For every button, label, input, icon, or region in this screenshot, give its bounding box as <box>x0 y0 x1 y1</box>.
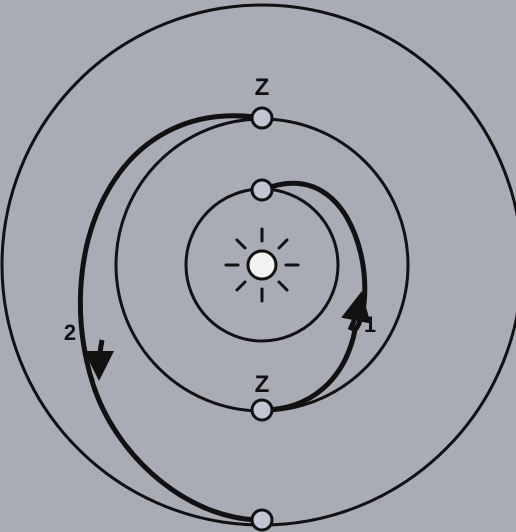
planet-z-bottom <box>252 400 272 420</box>
planet-outer-bottom <box>252 510 272 530</box>
label-z-bottom: Z <box>255 371 270 398</box>
planet-inner-top <box>252 180 272 200</box>
label-path-2: 2 <box>64 320 76 345</box>
arrow-path-2-icon <box>99 340 102 372</box>
sun-icon <box>226 229 298 301</box>
label-z-top: Z <box>255 74 270 101</box>
planet-z-top <box>252 108 272 128</box>
label-path-1: 1 <box>364 312 376 337</box>
